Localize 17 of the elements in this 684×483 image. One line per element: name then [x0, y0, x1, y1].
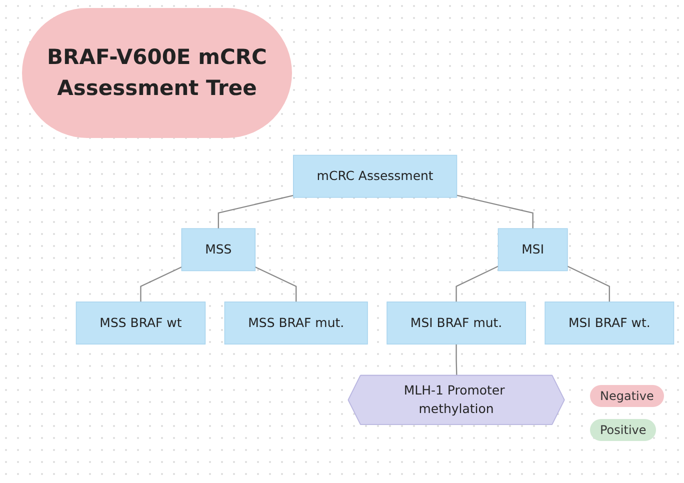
node-box: MSS BRAF wt	[76, 302, 206, 345]
connector	[567, 266, 610, 302]
connector	[254, 266, 297, 302]
node-box: mCRC Assessment	[293, 155, 458, 198]
node-box: MSI BRAF wt.	[544, 302, 674, 345]
node-box: MSI	[498, 228, 568, 272]
node-box: MSS BRAF mut.	[224, 302, 368, 345]
connector	[456, 344, 458, 376]
node-box: MSS	[181, 228, 256, 272]
connector	[218, 195, 294, 229]
legend-pill: Negative	[590, 385, 664, 407]
connector	[456, 194, 534, 229]
connector	[140, 266, 182, 302]
node-box: MSI BRAF mut.	[386, 302, 526, 345]
connector	[456, 266, 498, 302]
legend-pill: Positive	[590, 419, 656, 441]
title-pill: BRAF-V600E mCRC Assessment Tree	[22, 8, 292, 138]
